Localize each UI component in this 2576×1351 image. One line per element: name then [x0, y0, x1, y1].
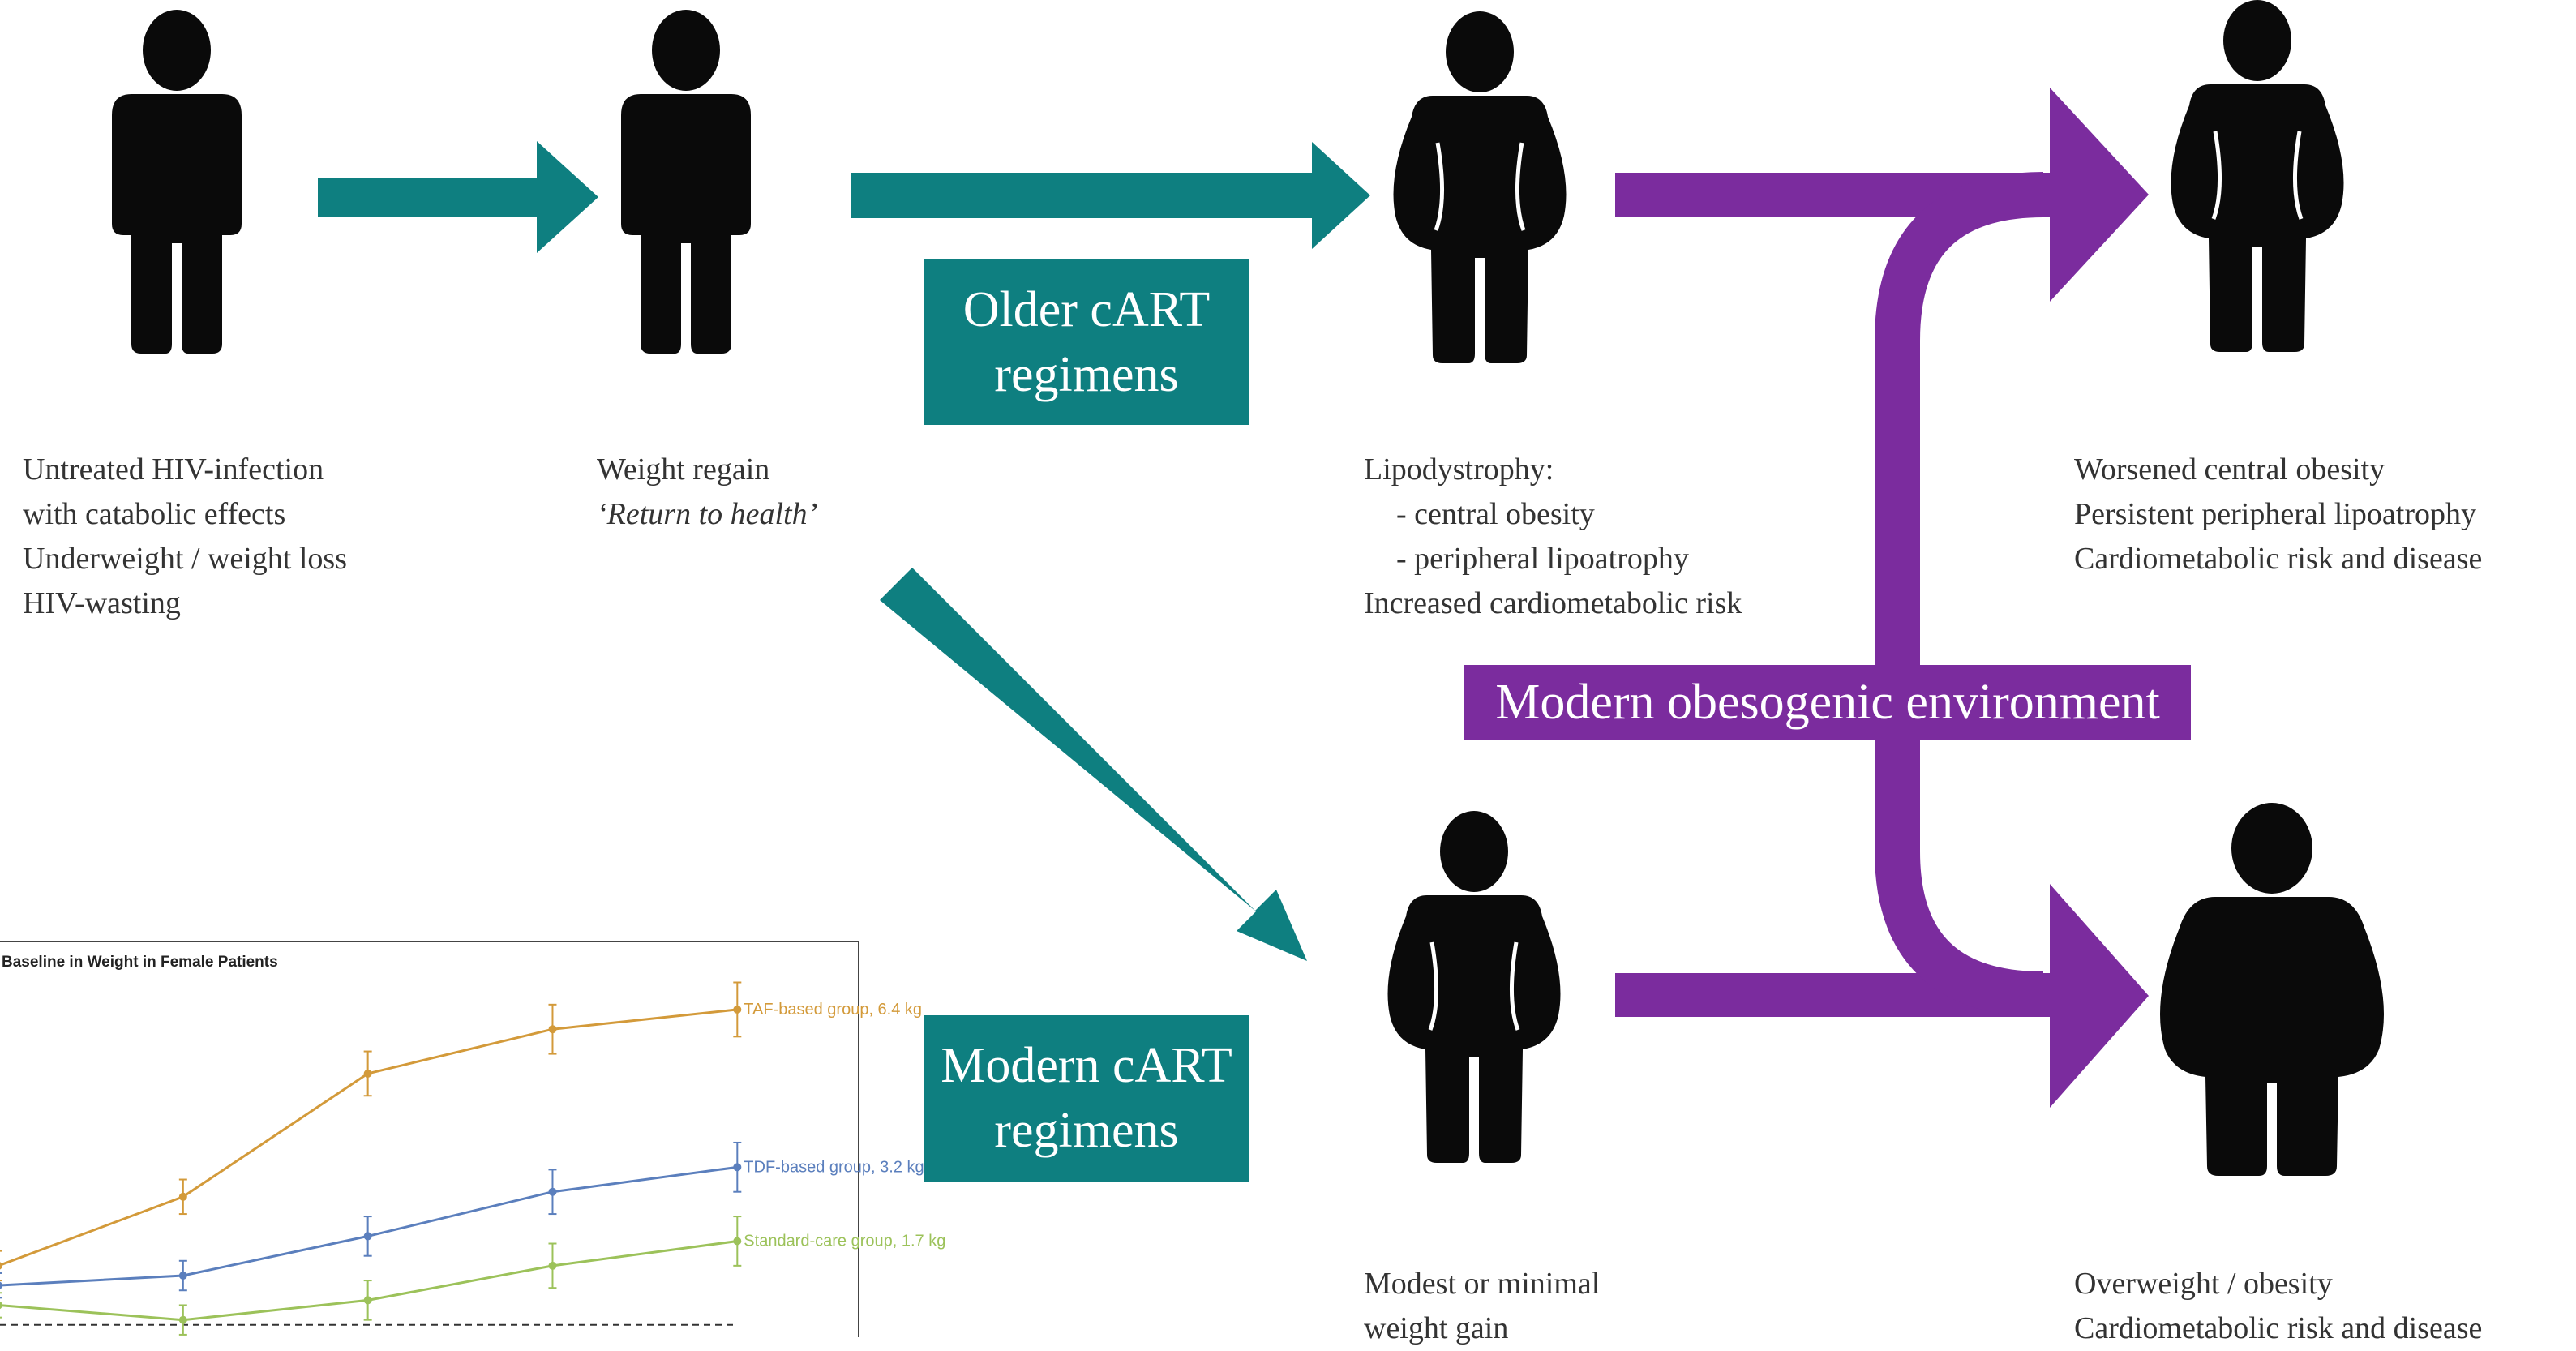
data-point [548, 1025, 557, 1034]
data-point [0, 1281, 2, 1289]
arrow-regain-to-older [851, 142, 1370, 249]
data-point [0, 1262, 2, 1270]
caption-modest: Modest or minimal weight gain [1364, 1267, 1601, 1345]
data-point [363, 1232, 372, 1241]
environment-curve-top [1875, 172, 2044, 665]
environment-curve-bottom [1875, 730, 2044, 1017]
caption-worsened: Worsened central obesity Persistent peri… [2074, 452, 2483, 576]
data-point [178, 1192, 187, 1201]
data-point [733, 1237, 742, 1246]
series-label-1: TDF-based group, 3.2 kg [744, 1158, 924, 1176]
modern-regimens-label: Modern cART regimens [924, 1015, 1249, 1182]
caption-untreated: Untreated HIV-infection with catabolic e… [23, 452, 348, 620]
caption-regain: Weight regain ‘Return to health’ [597, 452, 818, 531]
data-point [178, 1272, 187, 1280]
data-point [363, 1296, 372, 1305]
data-point [363, 1069, 372, 1078]
series-label-2: Standard-care group, 1.7 kg [744, 1232, 945, 1250]
environment-label: Modern obesogenic environment [1464, 665, 2191, 740]
series-label-0: TAF-based group, 6.4 kg [744, 1001, 922, 1019]
data-point [548, 1187, 557, 1196]
data-point [178, 1315, 187, 1324]
person-belly-icon [1388, 811, 1561, 1163]
caption-overweight: Overweight / obesity Cardiometabolic ris… [2074, 1267, 2483, 1345]
person-belly-icon [1394, 11, 1567, 363]
weight-chart: TAF-based group, 6.4 kg TDF-based group, … [0, 981, 945, 1336]
caption-lipodystrophy: Lipodystrophy: - central obesity - perip… [1364, 452, 1742, 620]
data-point [548, 1261, 557, 1270]
older-regimens-label: Older cART regimens [924, 259, 1249, 425]
arrow-untreated-to-regain [318, 141, 598, 253]
weight-chart-inset: Baseline in Weight in Female Patients TA… [0, 941, 945, 1337]
arrow-lipo-to-worsened [1615, 88, 2149, 302]
data-point [733, 1005, 742, 1014]
data-point [0, 1301, 2, 1310]
chart-title: Baseline in Weight in Female Patients [2, 954, 278, 971]
data-point [733, 1163, 742, 1172]
person-thin-icon [112, 10, 242, 354]
person-thin-icon [621, 10, 751, 354]
arrow-modest-to-overweight [1615, 884, 2149, 1108]
person-obese-icon [2160, 803, 2384, 1176]
person-belly-icon [2171, 0, 2344, 352]
arrow-regain-to-modern [880, 568, 1307, 961]
